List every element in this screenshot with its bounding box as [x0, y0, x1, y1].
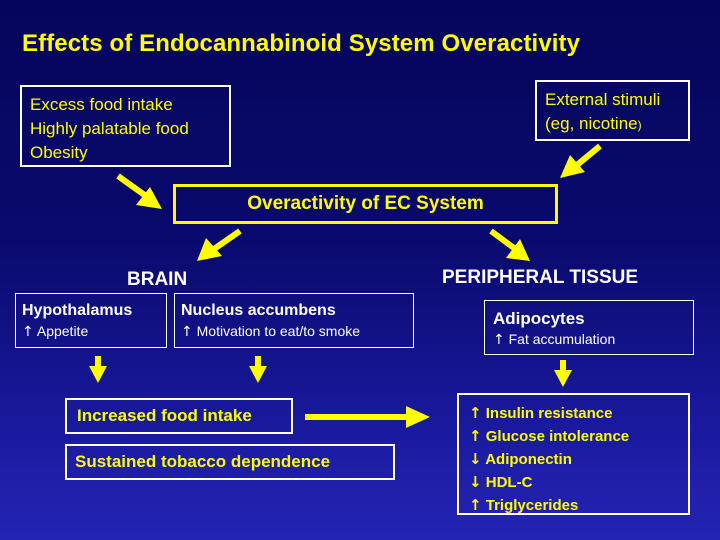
metabolic-item: ↓ Adiponectin	[469, 448, 688, 471]
arrow-nucleus-down	[249, 356, 267, 383]
metabolic-item: ↑ Glucose intolerance	[469, 425, 688, 448]
nucleus-accumbens-label: Nucleus accumbens	[181, 302, 336, 319]
nucleus-accumbens-effect: ↑ Motivation to eat/to smoke	[181, 321, 413, 342]
peripheral-heading: PERIPHERAL TISSUE	[442, 267, 639, 288]
food-factor-3: Obesity	[30, 143, 88, 162]
external-stimuli-example-text: (eg, nicotine	[545, 114, 638, 133]
external-stimuli-label: External stimuli	[545, 90, 661, 109]
metabolic-item-text: Adiponectin	[485, 451, 572, 468]
metabolic-item-text: Glucose intolerance	[485, 428, 630, 445]
food-factor-2: Highly palatable food	[30, 119, 189, 138]
nucleus-accumbens-effect-text: Motivation to eat/to smoke	[196, 323, 361, 339]
down-arrow-icon: ↓	[469, 450, 482, 468]
up-arrow-icon: ↑	[493, 332, 505, 348]
hypothalamus-label: Hypothalamus	[22, 302, 133, 319]
adipocytes-effect: ↑ Fat accumulation	[493, 329, 693, 350]
arrow-food-to-ec	[116, 173, 162, 209]
hypothalamus-effect-text: Appetite	[36, 323, 89, 339]
metabolic-item: ↑ Triglycerides	[469, 494, 688, 517]
metabolic-item-text: Triglycerides	[485, 497, 579, 514]
adipocytes-label: Adipocytes	[493, 309, 585, 328]
up-arrow-icon: ↑	[469, 496, 482, 514]
arrow-hypothalamus-down	[89, 356, 107, 383]
arrow-stimuli-to-ec	[560, 143, 602, 178]
slide-title: Effects of Endocannabinoid System Overac…	[22, 30, 581, 57]
up-arrow-icon: ↑	[22, 324, 34, 340]
metabolic-item: ↓ HDL-C	[469, 471, 688, 494]
tobacco-dependence-box: Sustained tobacco dependence	[65, 444, 395, 480]
up-arrow-icon: ↑	[469, 404, 482, 422]
external-stimuli-paren: )	[637, 118, 642, 132]
ec-overactivity-box: Overactivity of EC System	[173, 184, 558, 224]
nucleus-accumbens-box: Nucleus accumbens ↑ Motivation to eat/to…	[174, 293, 414, 348]
external-stimuli-example: (eg, nicotine)	[545, 112, 688, 137]
up-arrow-icon: ↑	[181, 324, 193, 340]
arrow-adipocytes-down	[554, 360, 572, 387]
hypothalamus-box: Hypothalamus ↑ Appetite	[15, 293, 167, 348]
metabolic-item-text: Insulin resistance	[485, 405, 613, 422]
food-factor-1: Excess food intake	[30, 95, 173, 114]
metabolic-item: ↑ Insulin resistance	[469, 402, 688, 425]
tobacco-dependence-label: Sustained tobacco dependence	[75, 452, 331, 471]
increased-food-intake-label: Increased food intake	[77, 406, 252, 425]
down-arrow-icon: ↓	[469, 473, 482, 491]
food-factors-box: Excess food intake Highly palatable food…	[20, 85, 231, 167]
arrow-food-to-metabolic	[305, 406, 430, 428]
metabolic-effects-box: ↑ Insulin resistance ↑ Glucose intoleran…	[457, 393, 690, 515]
adipocytes-box: Adipocytes ↑ Fat accumulation	[484, 300, 694, 355]
metabolic-item-text: HDL-C	[485, 474, 533, 491]
external-stimuli-box: External stimuli (eg, nicotine)	[535, 80, 690, 141]
hypothalamus-effect: ↑ Appetite	[22, 321, 166, 342]
increased-food-intake-box: Increased food intake	[65, 398, 293, 434]
brain-heading: BRAIN	[127, 269, 188, 290]
up-arrow-icon: ↑	[469, 427, 482, 445]
arrow-ec-to-brain	[197, 228, 242, 261]
adipocytes-effect-text: Fat accumulation	[508, 331, 616, 347]
arrow-ec-to-peripheral	[489, 228, 530, 261]
ec-overactivity-label: Overactivity of EC System	[247, 193, 484, 214]
